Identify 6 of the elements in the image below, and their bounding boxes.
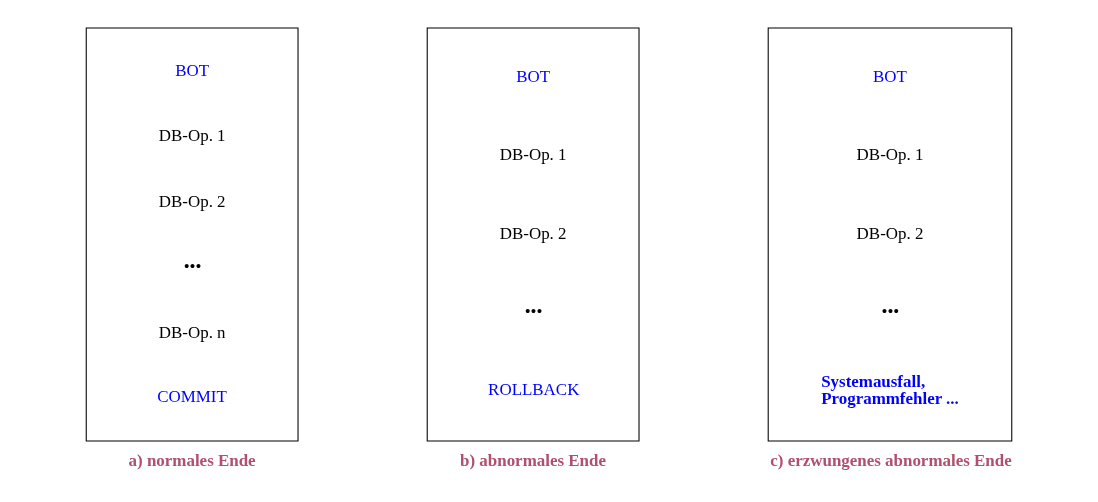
node-box: BOT DB-Op. 1 DB-Op. 2 ••• Systemausfall, Programmfehler ... [767,27,1013,442]
node-label: c) erzwungenes abnormales Ende [770,450,1012,470]
node-label: b) abnormales Ende [460,450,606,470]
node-label: a) normales Ende [128,450,256,470]
node-box: BOT DB-Op. 1 DB-Op. 2 ••• DB-Op. n COMMIT [85,27,299,442]
node-box: BOT DB-Op. 1 DB-Op. 2 ••• ROLLBACK [426,27,640,442]
